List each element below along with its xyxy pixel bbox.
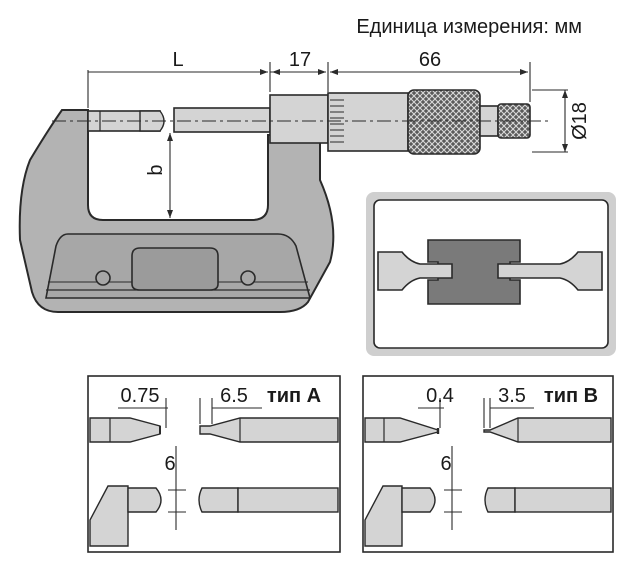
detail-a-tip-dim: 0.75 (121, 385, 160, 407)
detail-b-tip-dim: 0.4 (426, 385, 454, 407)
inset-anvil (377, 251, 453, 291)
detail-type-a (87, 375, 341, 553)
sleeve (269, 94, 329, 144)
dim-L: L (172, 49, 183, 71)
arrowheads (167, 69, 568, 218)
dim-17: 17 (289, 49, 311, 71)
dim-diameter: Ø18 (569, 102, 591, 140)
inset-spindle (497, 251, 603, 291)
workpiece (427, 239, 521, 305)
detail-b-type-label: тип B (544, 385, 598, 407)
screw-left (95, 270, 111, 286)
detail-b-height-dim: 6 (440, 453, 451, 475)
dim-b: b (145, 164, 167, 175)
knurled-grip (407, 89, 481, 155)
dim-66: 66 (419, 49, 441, 71)
micrometer-frame (18, 109, 335, 313)
detail-a-width-dim: 6.5 (220, 385, 248, 407)
thimble (327, 92, 409, 152)
anvil (87, 110, 165, 132)
detail-b-width-dim: 3.5 (498, 385, 526, 407)
screw-right (240, 270, 256, 286)
detail-type-b (362, 375, 614, 553)
spindle (173, 107, 271, 133)
units-note: Единица измерения: мм (356, 16, 582, 38)
groove-inset (366, 192, 616, 356)
detail-a-type-label: тип А (267, 385, 321, 407)
detail-a-height-dim: 6 (164, 453, 175, 475)
